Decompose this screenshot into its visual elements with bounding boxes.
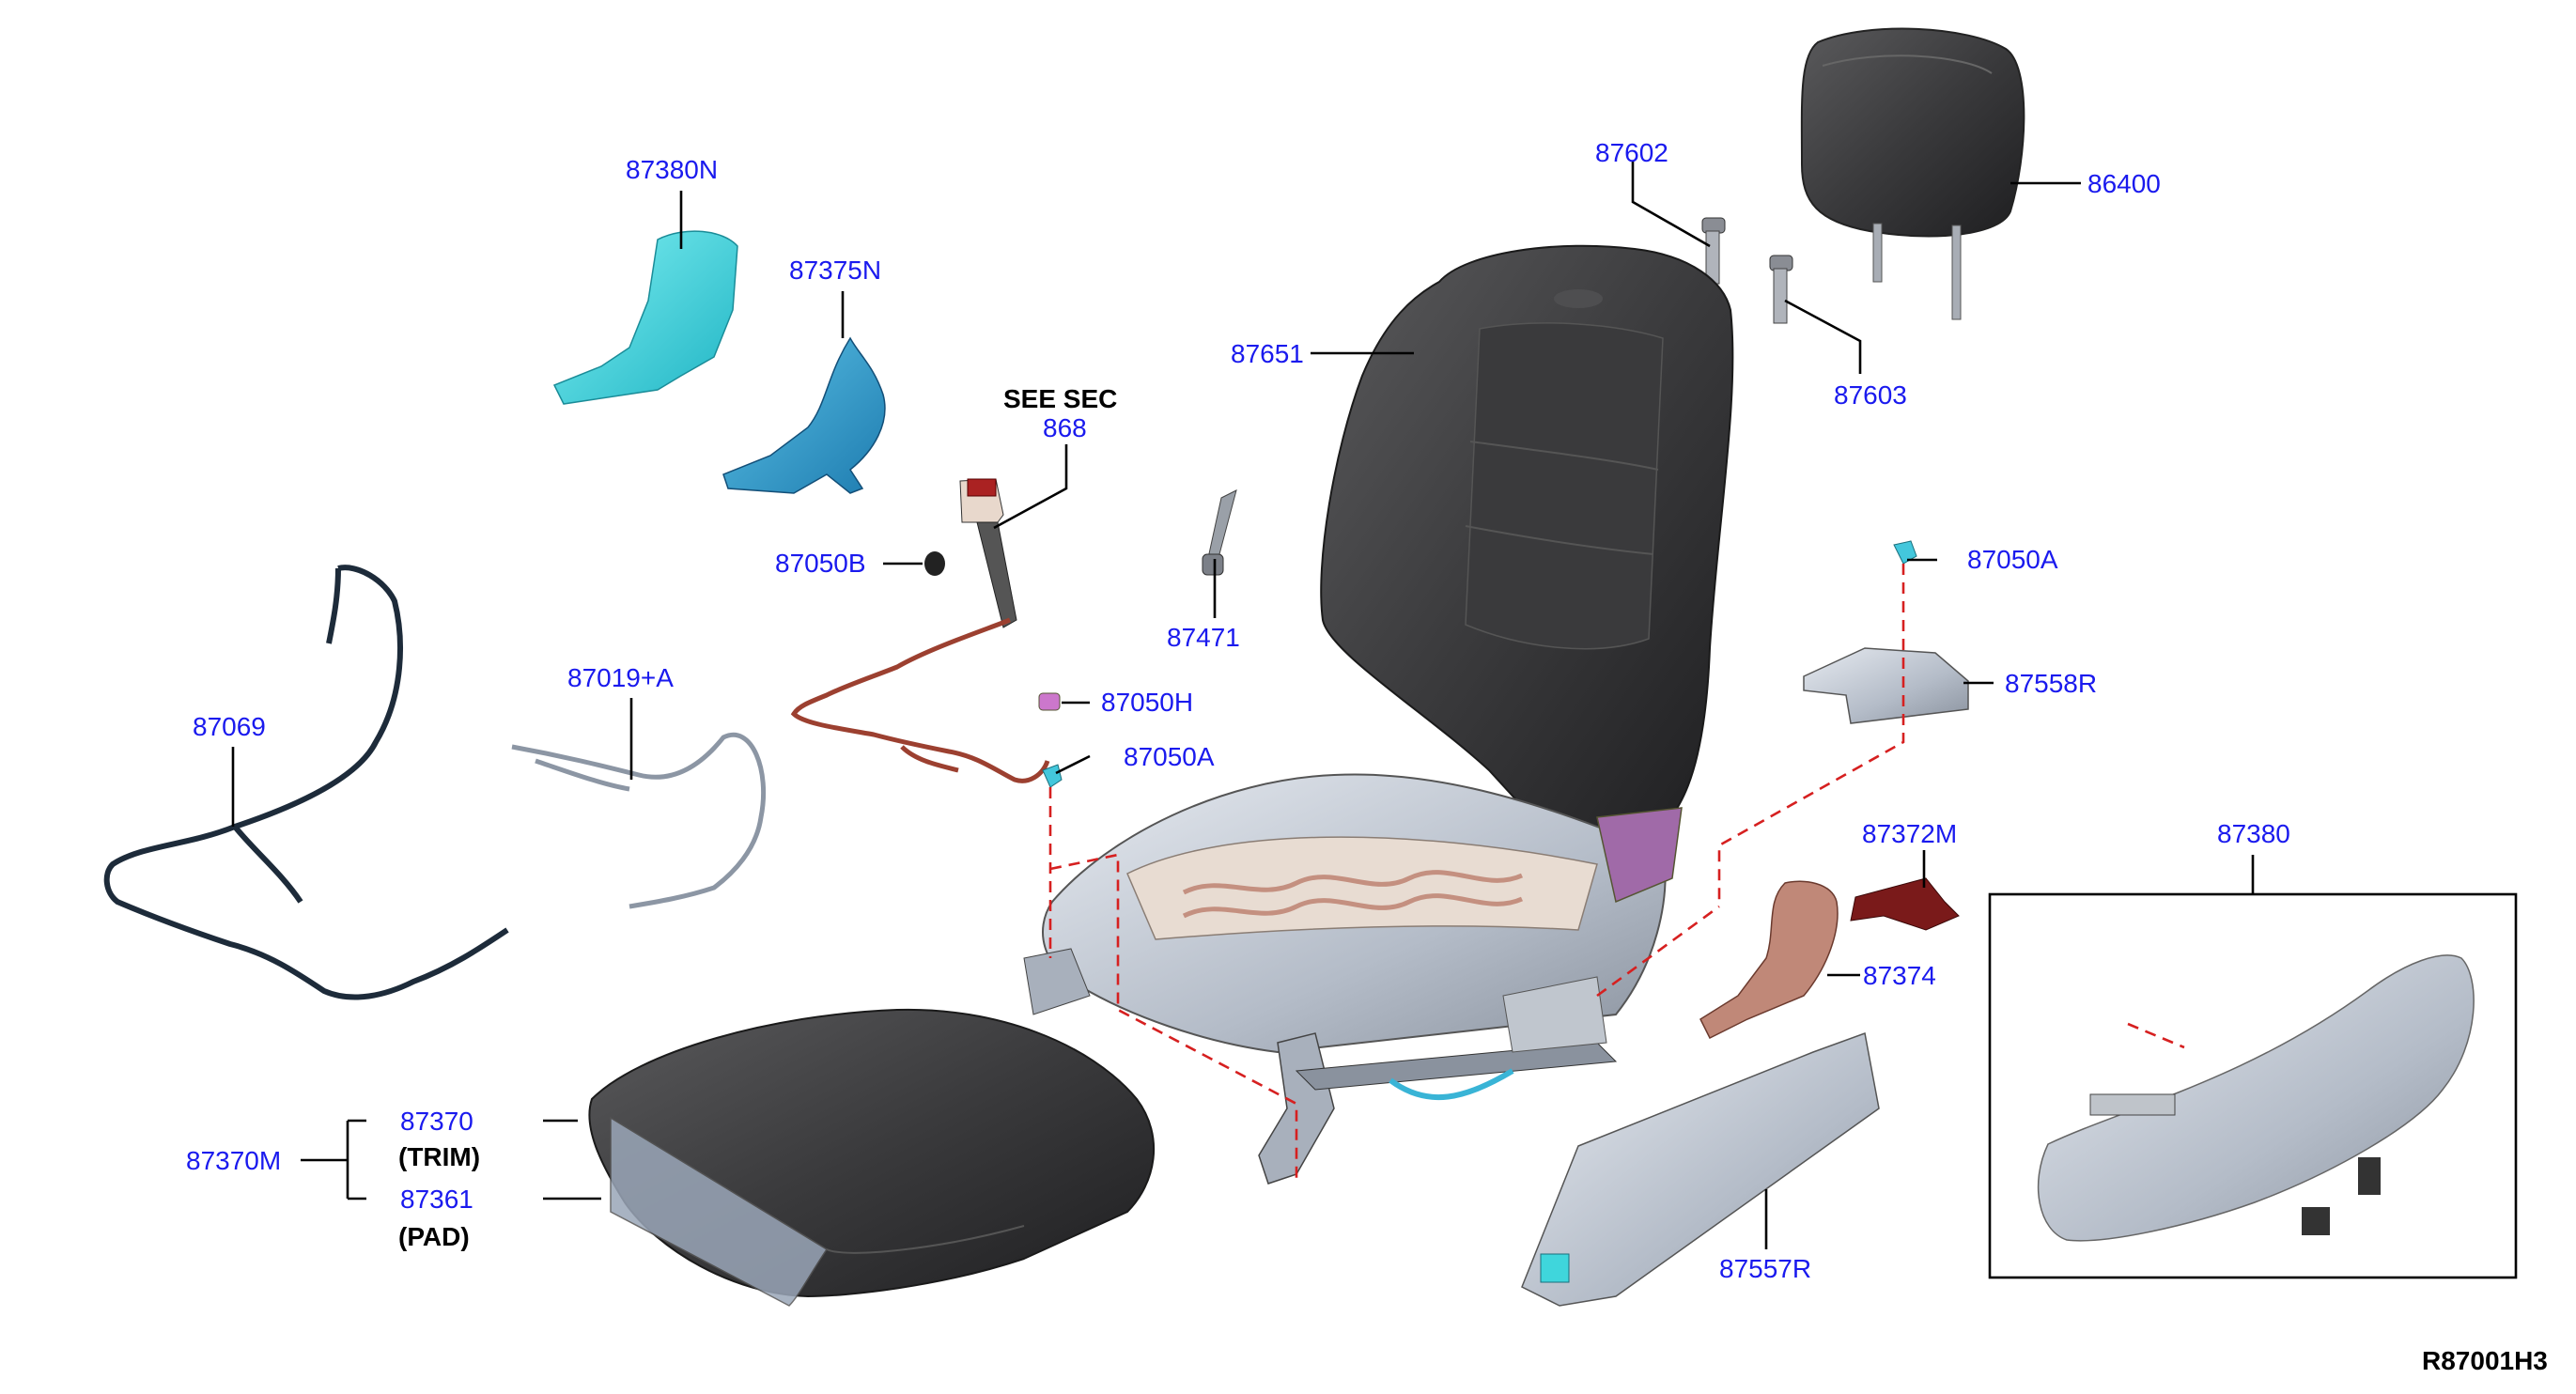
- clip-87050B[interactable]: [924, 551, 945, 576]
- seat-cushion-trim[interactable]: [588, 1008, 1156, 1307]
- label-87651[interactable]: 87651: [1231, 339, 1304, 368]
- label-87374[interactable]: 87374: [1863, 961, 1936, 990]
- harness-87069[interactable]: [103, 565, 509, 1000]
- harness-87019A[interactable]: [511, 733, 767, 909]
- label-87050A-top[interactable]: 87050A: [1967, 545, 2058, 574]
- label-86400[interactable]: 86400: [2087, 169, 2161, 198]
- bracket-87558R[interactable]: [1803, 647, 1969, 724]
- label-87557R[interactable]: 87557R: [1719, 1254, 1811, 1283]
- inset-box-87380: [1988, 892, 2518, 1279]
- label-87370[interactable]: 87370: [400, 1107, 473, 1136]
- label-87019A[interactable]: 87019+A: [567, 663, 674, 692]
- bracket-87375N[interactable]: [722, 336, 886, 494]
- label-87558R[interactable]: 87558R: [2005, 669, 2097, 698]
- seatback-trim-part[interactable]: [1320, 244, 1734, 853]
- headrest-part[interactable]: [1800, 27, 2025, 320]
- label-see-sec: SEE SEC: [1003, 384, 1117, 413]
- bracket-87372M[interactable]: [1850, 877, 1960, 931]
- assembly-dashed-lines: [1048, 564, 2185, 1179]
- recliner-bolt-part[interactable]: [1202, 489, 1237, 576]
- headrest-guide-87602[interactable]: [1701, 217, 1726, 285]
- leader-lines: [231, 162, 2255, 1249]
- fastener-87050H[interactable]: [1038, 692, 1061, 711]
- label-87050B[interactable]: 87050B: [775, 549, 866, 578]
- label-87050A-mid[interactable]: 87050A: [1124, 742, 1215, 771]
- fastener-87050A-top[interactable]: [1893, 540, 1917, 565]
- label-87361[interactable]: 87361: [400, 1185, 473, 1214]
- label-87372M[interactable]: 87372M: [1862, 819, 1957, 848]
- label-868[interactable]: 868: [1043, 413, 1087, 442]
- bracket-87374[interactable]: [1699, 880, 1839, 1040]
- label-87380N[interactable]: 87380N: [626, 155, 718, 184]
- label-87375N[interactable]: 87375N: [789, 256, 881, 285]
- label-87602[interactable]: 87602: [1595, 138, 1668, 167]
- label-87370M[interactable]: 87370M: [186, 1146, 281, 1175]
- inner-cover-87380N[interactable]: [552, 230, 738, 405]
- fastener-87050A-mid[interactable]: [1042, 764, 1063, 788]
- label-87603[interactable]: 87603: [1834, 380, 1907, 410]
- label-87069[interactable]: 87069: [193, 712, 266, 741]
- label-87471[interactable]: 87471: [1167, 623, 1240, 652]
- label-87050H[interactable]: 87050H: [1101, 688, 1193, 717]
- label-87380[interactable]: 87380: [2217, 819, 2290, 848]
- harness-red[interactable]: [790, 617, 1050, 783]
- headrest-guide-87603[interactable]: [1769, 255, 1793, 324]
- seatbelt-buckle-part[interactable]: [959, 478, 1017, 628]
- diagram-code: R87001H3: [2422, 1346, 2548, 1375]
- label-pad: (PAD): [398, 1222, 470, 1251]
- side-cover-87557R[interactable]: [1521, 1031, 1880, 1307]
- label-trim: (TRIM): [398, 1142, 480, 1171]
- seat-frame-assembly[interactable]: [1023, 773, 1683, 1185]
- part-labels: 86400 87602 87603 87651 87380N 87375N SE…: [186, 138, 2548, 1375]
